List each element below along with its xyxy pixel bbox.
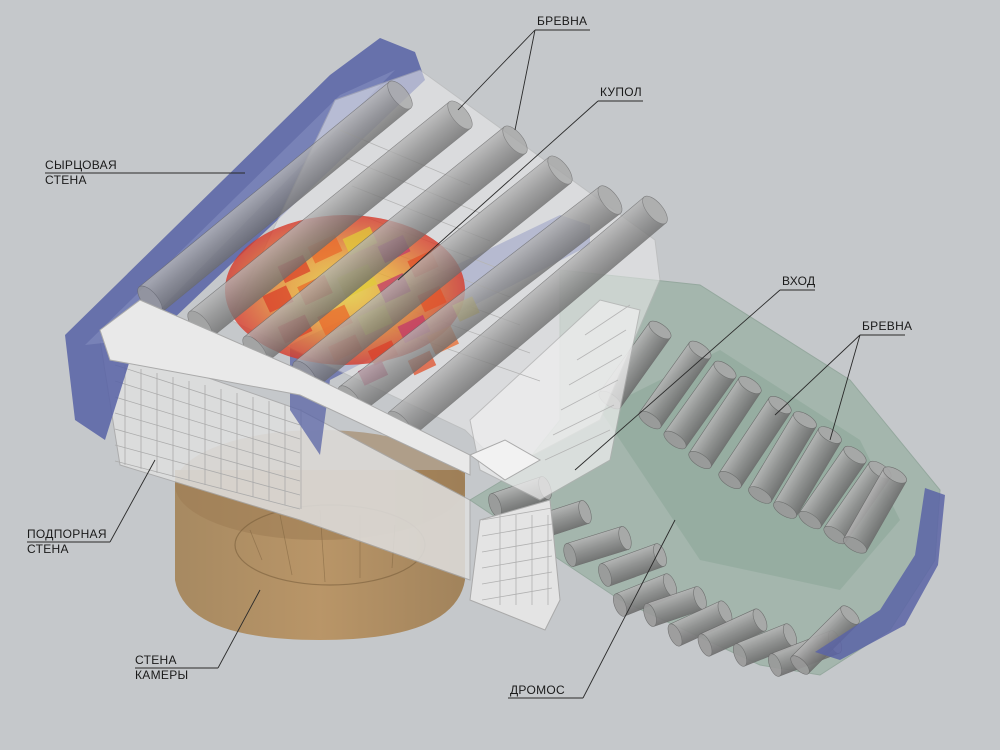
leader-dome <box>397 100 599 281</box>
leader-chamber-wall <box>217 589 261 669</box>
dromos-log-upper <box>718 395 792 490</box>
dromos-log-lower <box>667 600 733 647</box>
label-retaining-wall-line2: СТЕНА <box>27 542 69 556</box>
retaining-wall <box>99 339 471 581</box>
dome-block <box>307 234 343 264</box>
label-entrance: ВХОД <box>782 274 816 288</box>
label-retaining-wall-line1: ПОДПОРНАЯ <box>27 527 107 541</box>
leader-lines <box>27 29 905 699</box>
label-raw-wall-line1: СЫРЦОВАЯ <box>45 158 117 172</box>
dome-block <box>317 304 353 336</box>
dromos-log-upper <box>748 411 817 504</box>
label-logs-right: БРЕВНА <box>862 319 913 333</box>
dromos-log-upper <box>663 360 737 450</box>
roof-log <box>137 80 413 315</box>
leader-retaining-wall <box>109 459 156 543</box>
label-dromos: ДРОМОС <box>510 683 565 697</box>
leader-entrance <box>574 289 781 471</box>
roof-logs <box>137 80 668 440</box>
dromos-log-upper <box>773 426 842 519</box>
dome-block <box>342 226 378 256</box>
dromos-log-lower <box>563 526 632 567</box>
dromos-log-upper <box>843 466 907 554</box>
label-dome: КУПОЛ <box>600 85 642 99</box>
leader-logs-top-a <box>457 29 536 111</box>
dromos-log-lower <box>697 608 768 657</box>
dromos-log-upper <box>798 445 867 530</box>
label-chamber-wall-line2: КАМЕРЫ <box>135 668 189 682</box>
label-logs-top: БРЕВНА <box>537 14 588 28</box>
front-stone-blocks <box>99 299 561 631</box>
leader-logs-right-a <box>774 334 861 416</box>
dromos-raw-wall-edge <box>815 488 945 660</box>
dome-block <box>417 285 447 313</box>
dromos-log-lower <box>598 543 667 587</box>
label-chamber-wall-line1: СТЕНА <box>135 653 177 667</box>
label-raw-wall-line2: СТЕНА <box>45 173 87 187</box>
leader-logs-top-b <box>514 29 536 131</box>
dromos-log-lower <box>643 586 707 627</box>
dromos-log-upper <box>638 340 712 430</box>
dromos-log-lower <box>790 605 860 675</box>
leader-logs-right-b <box>829 334 861 441</box>
leader-dromos <box>582 519 676 699</box>
dromos-log-upper <box>688 375 762 470</box>
dome-block <box>262 285 294 313</box>
